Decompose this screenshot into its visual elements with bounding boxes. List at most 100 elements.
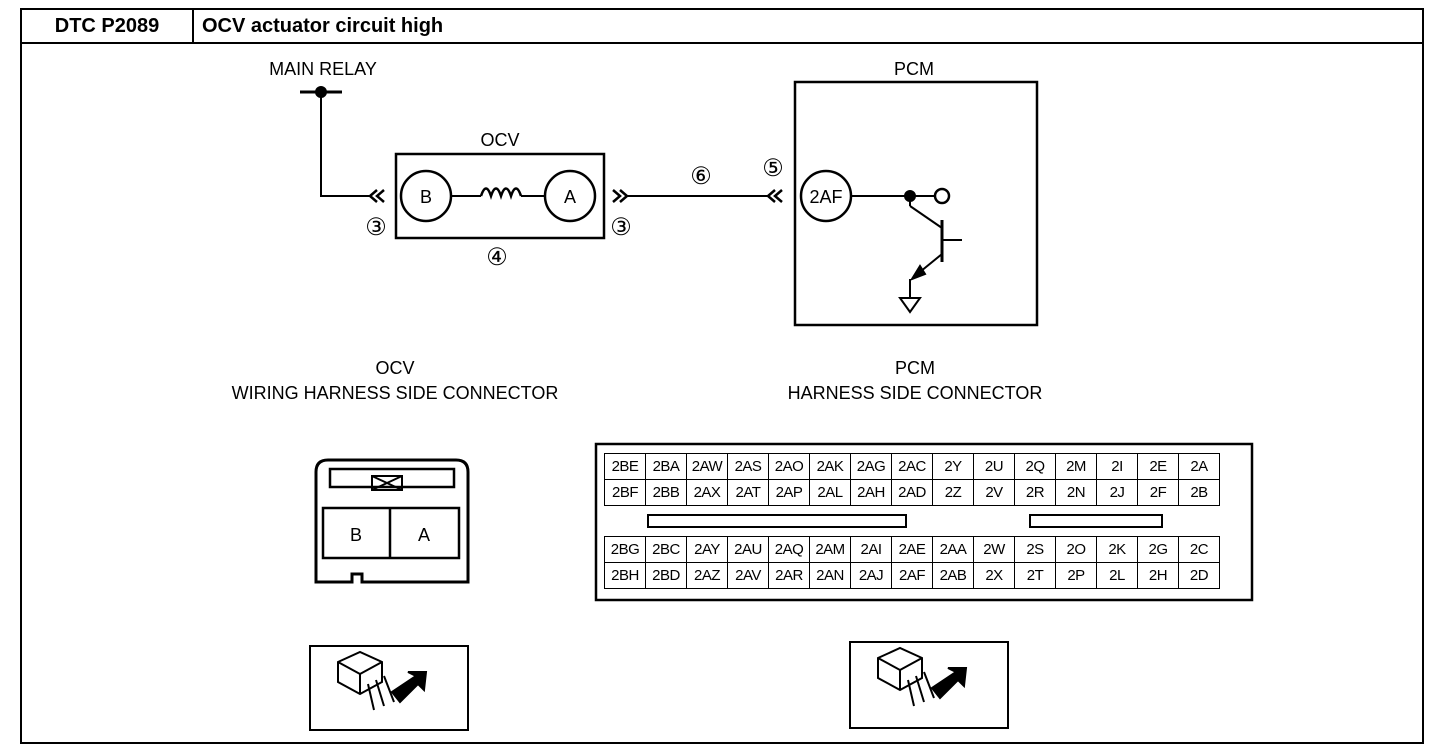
pin-cell: 2BB [645, 479, 687, 506]
callout-3-left: ③ [365, 214, 387, 241]
pin-cell: 2A [1178, 453, 1220, 480]
pin-cell: 2BE [604, 453, 646, 480]
callout-6: ⑥ [690, 163, 712, 190]
probe-symbol-box-right [849, 641, 1009, 729]
pin-cell: 2L [1096, 562, 1138, 589]
pin-cell: 2I [1096, 453, 1138, 480]
pin-cell: 2B [1178, 479, 1220, 506]
pin-cell: 2T [1014, 562, 1056, 589]
pin-cell: 2P [1055, 562, 1097, 589]
pin-cell: 2AR [768, 562, 810, 589]
pin-cell: 2M [1055, 453, 1097, 480]
pin-cell: 2AS [727, 453, 769, 480]
pin-cell: 2AF [891, 562, 933, 589]
pin-cell: 2BC [645, 536, 687, 563]
main-relay-label: MAIN RELAY [269, 59, 377, 79]
ocv-connector-housing [314, 458, 470, 584]
pin-cell: 2F [1137, 479, 1179, 506]
pin-cell: 2G [1137, 536, 1179, 563]
pin-cell: 2AD [891, 479, 933, 506]
pin-cell: 2BF [604, 479, 646, 506]
probe-symbol-box-left [309, 645, 469, 731]
pin-cell: 2J [1096, 479, 1138, 506]
pin-cell: 2AV [727, 562, 769, 589]
ocv-connector-title: OCV WIRING HARNESS SIDE CONNECTOR [160, 358, 630, 404]
pin-cell: 2Z [932, 479, 974, 506]
pin-cell: 2W [973, 536, 1015, 563]
pin-cell: 2AW [686, 453, 728, 480]
pin-cell: 2R [1014, 479, 1056, 506]
ocv-box [394, 152, 606, 240]
pin-cell: 2V [973, 479, 1015, 506]
pin-cell: 2N [1055, 479, 1097, 506]
pcm-pin-label: 2AF [809, 187, 842, 207]
pin-cell: 2S [1014, 536, 1056, 563]
pin-cell: 2BG [604, 536, 646, 563]
coil-icon [479, 187, 523, 200]
dtc-title: OCV actuator circuit high [202, 15, 444, 37]
pin-cell: 2X [973, 562, 1015, 589]
pin-cell: 2AJ [850, 562, 892, 589]
callout-3-right: ③ [610, 214, 632, 241]
callout-5: ⑤ [762, 155, 784, 182]
ocv-connector-pin-b: B [350, 525, 362, 545]
pin-cell: 2AU [727, 536, 769, 563]
pin-cell: 2AH [850, 479, 892, 506]
probe-icon [877, 646, 968, 707]
pcm-connector-housing [594, 442, 1254, 602]
wire-main-relay [320, 92, 370, 197]
pin-cell: 2Y [932, 453, 974, 480]
pin-cell: 2E [1137, 453, 1179, 480]
pin-cell: 2K [1096, 536, 1138, 563]
pin-cell: 2AL [809, 479, 851, 506]
pin-cell: 2AO [768, 453, 810, 480]
pin-cell: 2BH [604, 562, 646, 589]
pin-cell: 2AQ [768, 536, 810, 563]
pin-cell: 2AI [850, 536, 892, 563]
dtc-code: DTC P2089 [22, 10, 194, 42]
pin-cell: 2BD [645, 562, 687, 589]
ground-icon [898, 297, 922, 314]
ocv-pin-a-label: A [564, 187, 576, 207]
pcm-connector-title-line2: HARNESS SIDE CONNECTOR [787, 383, 1043, 403]
pin-cell: 2Q [1014, 453, 1056, 480]
pin-cell: 2AK [809, 453, 851, 480]
pin-cell: 2AC [891, 453, 933, 480]
pin-cell: 2AY [686, 536, 728, 563]
ocv-connector-title-line1: OCV [375, 358, 415, 378]
pin-cell: 2AG [850, 453, 892, 480]
pin-cell: 2AB [932, 562, 974, 589]
pin-cell: 2AA [932, 536, 974, 563]
ocv-connector-title-line2: WIRING HARNESS SIDE CONNECTOR [231, 383, 559, 403]
pin-cell: 2BA [645, 453, 687, 480]
pin-cell: 2H [1137, 562, 1179, 589]
ocv-connector-pin-a: A [418, 525, 430, 545]
pin-cell: 2AZ [686, 562, 728, 589]
pin-cell: 2AP [768, 479, 810, 506]
ocv-label: OCV [480, 130, 519, 150]
pin-cell: 2AT [727, 479, 769, 506]
pin-cell: 2U [973, 453, 1015, 480]
pcm-connector-title: PCM HARNESS SIDE CONNECTOR [700, 358, 1130, 404]
pin-cell: 2D [1178, 562, 1220, 589]
ocv-pin-b-label: B [420, 187, 432, 207]
ocv-pin-a-circle [543, 169, 597, 223]
probe-icon [337, 650, 428, 711]
pin-cell: 2C [1178, 536, 1220, 563]
header-bar: DTC P2089 OCV actuator circuit high [22, 10, 1422, 44]
pin-cell: 2AN [809, 562, 851, 589]
pin-cell: 2AX [686, 479, 728, 506]
pcm-box [793, 80, 1039, 327]
pin-cell: 2AE [891, 536, 933, 563]
pcm-label: PCM [894, 59, 934, 79]
pin-cell: 2AM [809, 536, 851, 563]
callout-4: ④ [486, 244, 508, 271]
diagram-frame: DTC P2089 OCV actuator circuit high [20, 8, 1424, 744]
